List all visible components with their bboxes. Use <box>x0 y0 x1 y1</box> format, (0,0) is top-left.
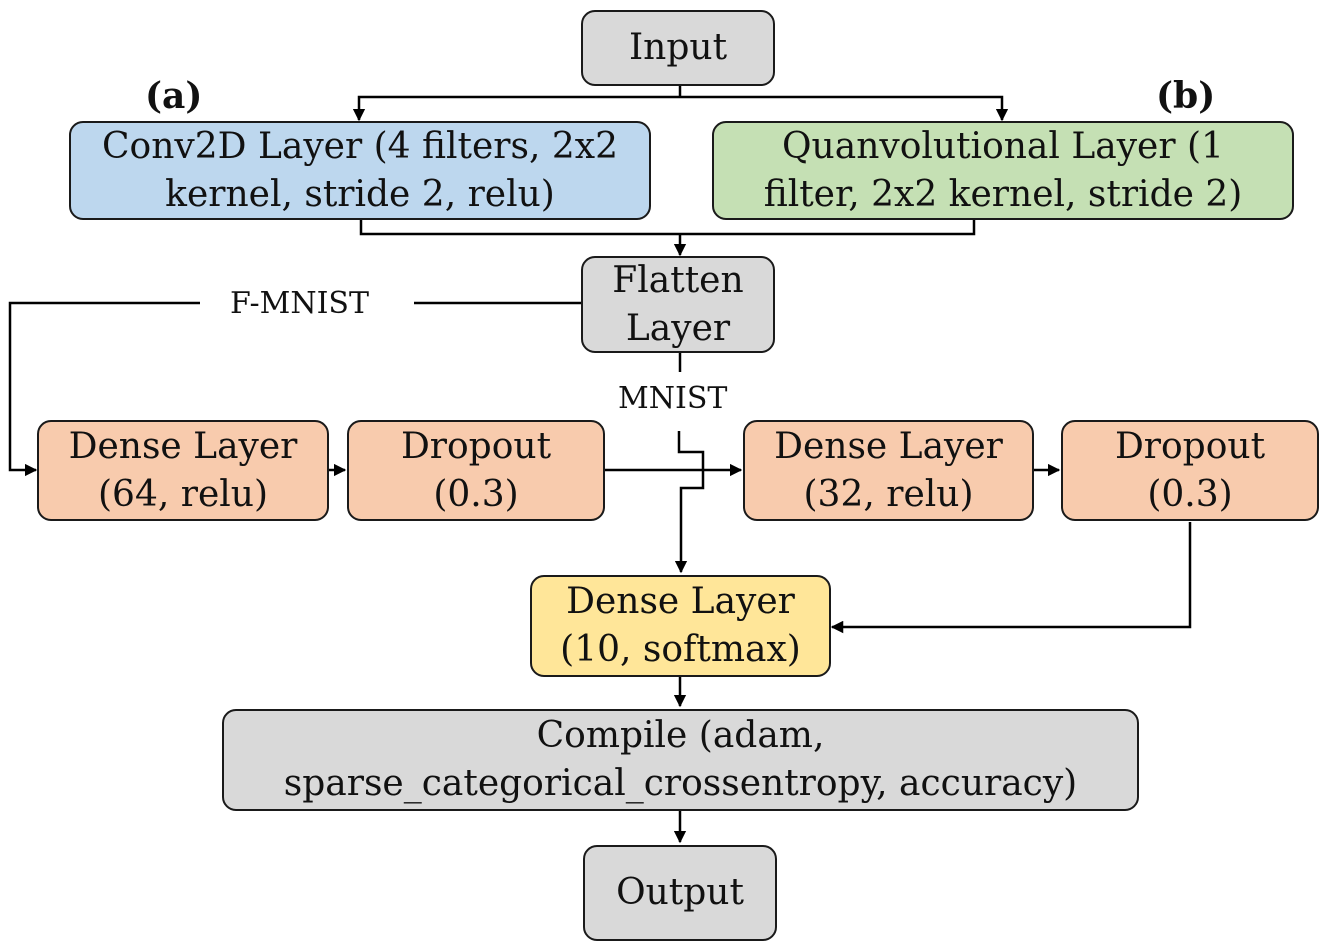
flatten-layer-label-line-1: Flatten <box>612 259 744 301</box>
dense-64-layer-label-line-1: Dense Layer <box>68 425 298 467</box>
branch-tag-a: (a) <box>145 75 203 117</box>
arrow-mnist-to-dense10 <box>674 431 705 574</box>
conv2d-layer-label-line-2: kernel, stride 2, relu) <box>165 173 555 215</box>
conv2d-layer-node: Conv2D Layer (4 filters, 2x2 kernel, str… <box>69 121 651 220</box>
dropout-1-node: Dropout (0.3) <box>347 420 605 521</box>
quanv-merge-line <box>680 219 976 236</box>
flatten-layer-node: Flatten Layer <box>581 256 775 353</box>
compile-label-line-1: Compile (adam, <box>536 715 825 756</box>
arrow-input-to-conv2d <box>352 95 680 122</box>
arrow-input-to-quanv <box>680 95 1009 122</box>
input-node: Input <box>581 10 775 86</box>
dropout-1-label-line-1: Dropout <box>400 425 552 467</box>
arrow-dropout2-to-dense10 <box>830 522 1192 634</box>
flatten-layer-label-line-2: Layer <box>625 307 731 349</box>
fmnist-edge-label: F-MNIST <box>220 287 379 321</box>
quanvolutional-layer-label-line-1: Quanvolutional Layer (1 <box>782 125 1224 167</box>
dense-64-layer-label-line-2: (64, relu) <box>98 473 268 515</box>
dropout-2-node: Dropout (0.3) <box>1061 420 1319 521</box>
dense-32-layer-label-line-1: Dense Layer <box>774 425 1003 467</box>
output-node: Output <box>583 845 777 941</box>
branch-tag-b: (b) <box>1156 75 1216 117</box>
quanvolutional-layer-label-line-2: filter, 2x2 kernel, stride 2) <box>763 173 1243 215</box>
dropout-2-label-line-1: Dropout <box>1114 425 1266 467</box>
compile-label-line-2: sparse_categorical_crossentropy, accurac… <box>283 763 1078 804</box>
conv2d-layer-label-line-1: Conv2D Layer (4 filters, 2x2 <box>102 125 618 167</box>
dropout-2-label-line-2: (0.3) <box>1147 473 1233 515</box>
dense-64-layer-node: Dense Layer (64, relu) <box>37 420 329 521</box>
dense-32-layer-label-line-2: (32, relu) <box>803 473 974 515</box>
dense-10-softmax-label-line-2: (10, softmax) <box>560 629 801 670</box>
input-node-label: Input <box>628 27 728 68</box>
arrow-fmnist-to-dense64 <box>8 301 200 477</box>
quanvolutional-layer-node: Quanvolutional Layer (1 filter, 2x2 kern… <box>712 121 1294 220</box>
dense-10-softmax-node: Dense Layer (10, softmax) <box>530 575 831 677</box>
output-node-label: Output <box>616 872 744 913</box>
dense-10-softmax-label-line-1: Dense Layer <box>566 581 795 622</box>
dense-32-layer-node: Dense Layer (32, relu) <box>743 420 1034 521</box>
conv2d-merge-line <box>359 219 680 236</box>
mnist-edge-label: MNIST <box>608 382 738 416</box>
compile-node: Compile (adam, sparse_categorical_crosse… <box>222 709 1139 811</box>
dropout-1-label-line-2: (0.3) <box>433 473 519 515</box>
